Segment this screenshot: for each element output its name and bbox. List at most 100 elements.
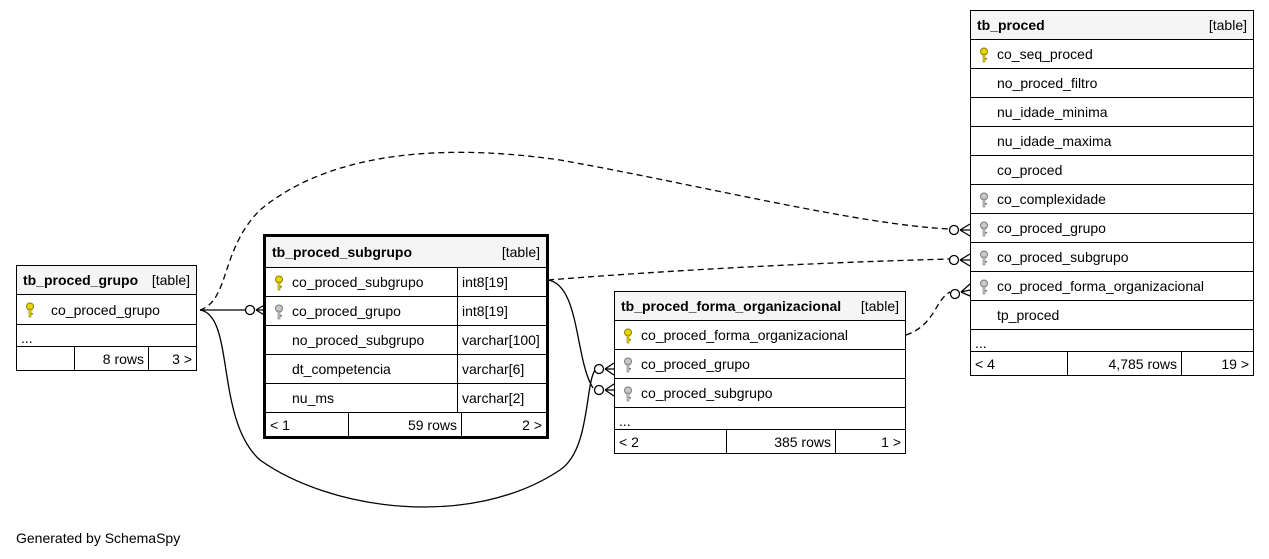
crow-foot-forma-grupo — [593, 362, 615, 376]
column-type: int8[19] — [457, 297, 546, 325]
row-count: 385 rows — [726, 430, 835, 453]
column-name: co_proced_grupo — [292, 303, 401, 319]
column-row[interactable]: co_proced_subgrupo int8[19] — [266, 268, 546, 297]
table-kind: [table] — [860, 298, 899, 314]
table-footer: 8 rows 3 > — [17, 347, 196, 370]
column-cell: co_seq_proced — [971, 40, 1253, 68]
rel-subgrupo-forma — [547, 279, 594, 389]
column-type: varchar[2] — [457, 384, 546, 412]
column-name: co_proced_grupo — [641, 356, 750, 372]
column-cell: co_proced_grupo — [17, 295, 196, 324]
rel-grupo-proced — [199, 151, 951, 311]
parents-link[interactable]: < 1 — [270, 416, 290, 433]
column-row[interactable]: co_proced_forma_organizacional — [971, 272, 1253, 301]
rel-grupo-forma — [199, 309, 596, 508]
column-name: no_proced_subgrupo — [292, 332, 425, 348]
table-footer: < 2 385 rows 1 > — [615, 430, 905, 453]
table-name[interactable]: tb_proced_forma_organizacional — [621, 298, 842, 314]
column-name: co_proced_forma_organizacional — [641, 327, 849, 343]
column-row[interactable]: nu_idade_minima — [971, 98, 1253, 127]
parents-link[interactable]: < 4 — [975, 355, 995, 372]
table-kind: [table] — [1208, 17, 1247, 33]
foreign-key-icon — [975, 248, 993, 265]
row-count: 8 rows — [74, 347, 148, 370]
column-row[interactable]: co_complexidade — [971, 185, 1253, 214]
row-count: 59 rows — [348, 413, 461, 436]
column-type: varchar[6] — [457, 355, 546, 383]
column-name: nu_idade_minima — [997, 104, 1108, 120]
column-row[interactable]: co_proced_forma_organizacional — [615, 321, 905, 350]
children-link[interactable]: 2 > — [461, 413, 546, 436]
column-type: varchar[100] — [457, 326, 546, 354]
column-name: no_proced_filtro — [997, 75, 1098, 91]
column-cell: dt_competencia — [266, 355, 457, 383]
column-name: nu_ms — [292, 390, 335, 406]
column-name: co_proced_grupo — [997, 220, 1106, 236]
column-cell: co_proced_forma_organizacional — [971, 272, 1253, 300]
table-tb-proced[interactable]: tb_proced [table] co_seq_proced no_proce… — [970, 10, 1254, 376]
table-kind: [table] — [501, 244, 540, 260]
column-cell: co_proced_subgrupo — [615, 379, 905, 407]
column-cell: co_proced_grupo — [266, 297, 457, 325]
column-cell: co_proced_subgrupo — [971, 243, 1253, 271]
children-link[interactable]: 19 > — [1181, 352, 1253, 375]
column-cell: tp_proced — [971, 301, 1253, 329]
foreign-key-icon — [975, 277, 993, 294]
column-row[interactable]: co_proced_grupo int8[19] — [266, 297, 546, 326]
foreign-key-icon — [619, 384, 637, 401]
more-columns[interactable]: ... — [17, 325, 196, 347]
primary-key-icon — [21, 301, 39, 318]
column-cell: co_proced_subgrupo — [266, 268, 457, 296]
column-row[interactable]: co_proced_subgrupo — [971, 243, 1253, 272]
table-header: tb_proced [table] — [971, 11, 1253, 40]
column-cell: nu_idade_maxima — [971, 127, 1253, 155]
column-cell: co_proced_grupo — [971, 214, 1253, 242]
crow-foot-proced-forma — [949, 283, 971, 300]
table-footer: < 1 59 rows 2 > — [266, 413, 546, 436]
table-name[interactable]: tb_proced — [977, 17, 1045, 33]
column-name: co_proced_subgrupo — [641, 385, 773, 401]
table-tb-proced-subgrupo[interactable]: tb_proced_subgrupo [table] co_proced_sub… — [263, 234, 549, 439]
parents-link[interactable]: < 2 — [619, 433, 639, 450]
more-columns[interactable]: ... — [971, 330, 1253, 352]
column-row[interactable]: co_proced_grupo — [615, 350, 905, 379]
more-columns[interactable]: ... — [615, 408, 905, 430]
column-row[interactable]: co_proced_subgrupo — [615, 379, 905, 408]
table-name[interactable]: tb_proced_subgrupo — [272, 244, 413, 260]
column-name: co_seq_proced — [997, 46, 1093, 62]
children-link[interactable]: 1 > — [835, 430, 905, 453]
column-name: co_proced_forma_organizacional — [997, 278, 1205, 294]
column-row[interactable]: co_proced_grupo — [971, 214, 1253, 243]
column-name: dt_competencia — [292, 361, 391, 377]
column-row[interactable]: co_proced — [971, 156, 1253, 185]
column-row[interactable]: nu_ms varchar[2] — [266, 384, 546, 413]
column-row[interactable]: dt_competencia varchar[6] — [266, 355, 546, 384]
column-row[interactable]: no_proced_filtro — [971, 69, 1253, 98]
rel-forma-proced — [905, 291, 951, 336]
table-tb-proced-forma-organizacional[interactable]: tb_proced_forma_organizacional [table] c… — [614, 291, 906, 454]
parents-link[interactable] — [17, 347, 74, 370]
foreign-key-icon — [619, 355, 637, 372]
children-link[interactable]: 3 > — [148, 347, 196, 370]
crow-foot-proced-grupo — [948, 223, 971, 237]
table-name[interactable]: tb_proced_grupo — [23, 272, 139, 288]
column-row[interactable]: co_proced_grupo — [17, 295, 196, 325]
column-name: co_proced_subgrupo — [292, 274, 424, 290]
foreign-key-icon — [975, 190, 993, 207]
column-row[interactable]: tp_proced — [971, 301, 1253, 330]
column-cell: nu_idade_minima — [971, 98, 1253, 126]
table-kind: [table] — [151, 272, 190, 288]
column-cell: co_complexidade — [971, 185, 1253, 213]
crow-foot-forma-subgrupo — [593, 383, 615, 397]
table-header: tb_proced_forma_organizacional [table] — [615, 292, 905, 321]
foreign-key-icon — [975, 219, 993, 236]
column-type: int8[19] — [457, 268, 546, 296]
column-row[interactable]: no_proced_subgrupo varchar[100] — [266, 326, 546, 355]
column-row[interactable]: nu_idade_maxima — [971, 127, 1253, 156]
column-name: co_proced — [997, 162, 1063, 178]
crow-foot-proced-subgrupo — [948, 253, 971, 267]
table-tb-proced-grupo[interactable]: tb_proced_grupo [table] co_proced_grupo … — [16, 265, 197, 371]
column-row[interactable]: co_seq_proced — [971, 40, 1253, 69]
column-cell: co_proced — [971, 156, 1253, 184]
